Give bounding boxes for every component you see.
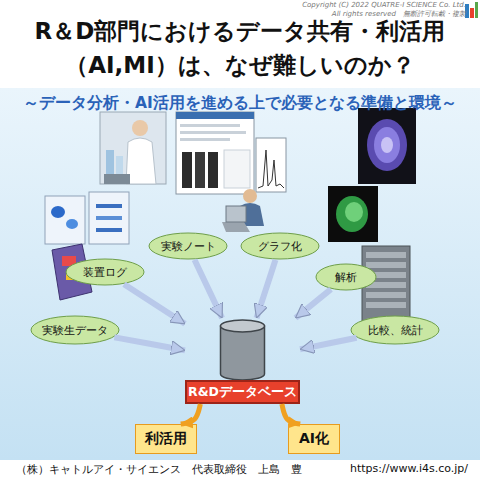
input-arrow — [124, 284, 185, 323]
logo-mark — [465, 2, 478, 18]
cylinder-top — [221, 320, 265, 332]
cylinder-body — [221, 326, 265, 380]
person-laptop — [222, 189, 264, 232]
input-arrow — [300, 338, 357, 350]
input-arrow — [295, 289, 330, 318]
ellipse-shape — [241, 233, 319, 259]
output-arrow — [181, 404, 201, 424]
ellipse-shape — [351, 316, 439, 344]
input-arrow — [195, 260, 223, 318]
ellipse-shape — [316, 264, 376, 290]
ellipse-shape — [149, 233, 227, 259]
data-ellipse: 解析 — [315, 263, 377, 291]
node-label: グラフ化 — [258, 239, 302, 254]
lab-photo — [100, 112, 166, 184]
output-box: AI化 — [288, 424, 340, 454]
ellipse-shape — [31, 316, 119, 344]
output-arrow — [282, 404, 300, 424]
database-node: R&Dデータベース — [185, 318, 300, 404]
background-band — [0, 88, 480, 460]
copyright-note: All rights reserved 無断許可転載・複製 — [332, 9, 466, 19]
database-label-box: R&Dデータベース — [185, 380, 300, 404]
input-arrow — [114, 337, 185, 350]
node-label: 実験生データ — [42, 323, 108, 338]
output-box: 利活用 — [135, 424, 197, 454]
gel-images — [45, 192, 129, 244]
node-label: 利活用 — [145, 430, 187, 448]
input-arrow — [257, 260, 276, 318]
copyright-note: Copyright (C) 2022 QUATRE-I SCIENCE Co. … — [302, 1, 466, 9]
data-ellipse: 実験ノート — [148, 232, 228, 260]
footer-url: https://www.i4s.co.jp/ — [350, 462, 468, 475]
ellipse-shape — [66, 259, 144, 285]
software-screenshot — [176, 112, 254, 194]
data-ellipse: 比較、統計 — [350, 315, 440, 345]
subtitle-text: ～データ分析・AI活用を進める上で必要となる準備と環境～ — [0, 93, 480, 114]
node-label: 装置ログ — [83, 265, 127, 280]
title-text: R＆D部門におけるデータ共有・利活用 （AI,MI）は、なぜ難しいのか？ — [12, 14, 468, 82]
data-ellipse: 装置ログ — [65, 258, 145, 286]
footer-company: （株）キャトルアイ・サイエンス 代表取締役 上島 豊 — [16, 462, 302, 477]
node-label: 解析 — [335, 270, 357, 285]
data-ellipse: グラフ化 — [240, 232, 320, 260]
node-label: AI化 — [299, 430, 329, 448]
spectrum-graph — [256, 138, 286, 192]
node-label: 実験ノート — [161, 239, 216, 254]
node-label: 比較、統計 — [368, 323, 423, 338]
molecule-images — [328, 108, 416, 242]
data-ellipse: 実験生データ — [30, 315, 120, 345]
node-label: R&Dデータベース — [188, 384, 297, 401]
